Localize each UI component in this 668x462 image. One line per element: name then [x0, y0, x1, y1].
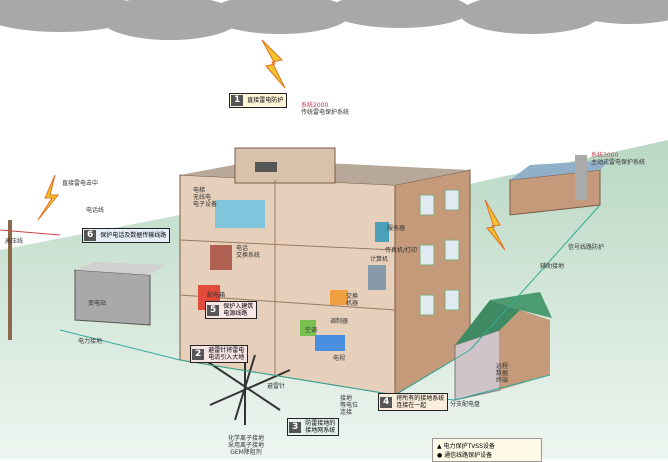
- remote-terminal-label: 远程数据终端: [496, 363, 509, 385]
- storm-clouds: [0, 0, 668, 40]
- distribution-box-label: 配电箱: [207, 292, 226, 299]
- rod-label: 避雷针: [267, 383, 286, 390]
- server-label: 服务器: [387, 225, 406, 232]
- equipment: [198, 200, 389, 351]
- substation-label: 变电站: [88, 300, 107, 307]
- computer-label: 计算机: [370, 256, 389, 263]
- roof-vent: [255, 162, 277, 172]
- tv-label: 电视: [333, 355, 346, 362]
- legend-item-comm: ● 通信线路保护设备: [437, 452, 493, 459]
- branch-panel-label: 分支配电盘: [450, 401, 481, 408]
- legend-item-tvss: ▲ 电力保护TVSS设备: [437, 443, 495, 450]
- modem-label: 调制器: [330, 318, 349, 325]
- ac-label: 空调: [305, 327, 318, 334]
- pbx-label: 电话交换系统: [236, 245, 261, 260]
- phone-line-label: 电话线: [86, 207, 105, 214]
- hv-line-label: 高压线: [5, 238, 24, 245]
- roof-structure: [234, 147, 336, 184]
- direct-strike-label: 直接雷电击中: [62, 180, 99, 187]
- equipment-label: 电梯无线电电子设备: [193, 187, 218, 209]
- power-ground-label: 电力接地: [78, 338, 103, 345]
- signal-line-label: 信号线路防护: [568, 244, 605, 251]
- substation: [74, 269, 151, 326]
- utility-pole: [8, 220, 12, 340]
- legend: ▲ 电力保护TVSS设备 ● 通信线路保护设备: [432, 438, 542, 462]
- bond-label: 接地等电位连接: [340, 395, 359, 417]
- lightning-bolts: [37, 39, 506, 251]
- fax-label: 传真机/打印: [385, 247, 418, 254]
- hut-roof: [455, 300, 520, 345]
- switch-label: 交换机器: [346, 293, 359, 308]
- aux-ground-label: 辅助接地: [540, 263, 565, 270]
